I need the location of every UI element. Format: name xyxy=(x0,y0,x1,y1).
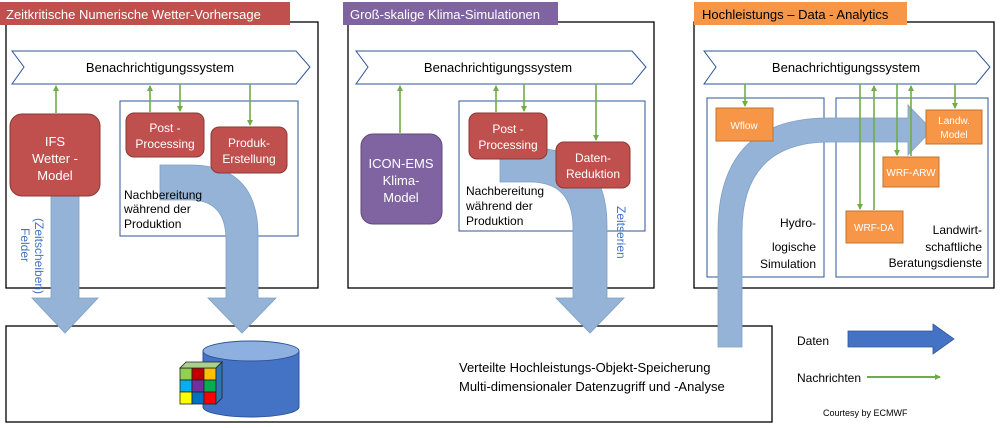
landwirt-frame xyxy=(835,97,989,278)
credit-text: Courtesy by ECMWF xyxy=(823,408,908,418)
hydro-line3: Simulation xyxy=(760,257,816,271)
produkt-line1: Produk- xyxy=(228,136,270,150)
ifs-model-line1: IFS xyxy=(45,134,66,149)
felder-label: Felder (Zeitscheiben) xyxy=(18,218,46,294)
legend-daten-label: Daten xyxy=(797,334,829,348)
landwirt-line2: schaftliche xyxy=(925,240,982,254)
nachbereitung-nwp-line2: während der xyxy=(123,202,191,216)
zeitserien-label: Zeitserien xyxy=(614,206,628,259)
ifs-model-node xyxy=(9,113,101,197)
landw-model-node xyxy=(925,109,983,145)
panel-nwp-title: Zeitkritische Numerische Wetter-Vorhersa… xyxy=(6,7,261,22)
wrf-da-node xyxy=(845,210,904,244)
legend-nachrichten-label: Nachrichten xyxy=(797,371,861,385)
legend: Daten Nachrichten Courtesy by ECMWF xyxy=(797,323,955,418)
ifs-model-line3: Model xyxy=(37,168,73,183)
reduktion-line2: Reduktion xyxy=(566,167,620,181)
nachbereitung-nwp-line3: Produktion xyxy=(124,217,181,231)
storage-cylinder-icon xyxy=(202,340,300,418)
postproc-frame-nwp xyxy=(119,100,299,237)
icon-ems-line1: ICON-EMS xyxy=(369,156,434,171)
icon-ems-line2: Klima- xyxy=(383,173,420,188)
notification-banner-nwp xyxy=(11,50,311,85)
wrf-da-label: WRF-DA xyxy=(854,223,894,234)
data-cube-icon xyxy=(179,361,223,405)
panel-nwp: Zeitkritische Numerische Wetter-Vorhersa… xyxy=(0,2,319,334)
hydro-line1: Hydro- xyxy=(780,216,816,230)
landwirt-line3: Beratungsdienste xyxy=(889,256,983,270)
nachbereitung-clim-line3: Produktion xyxy=(466,214,523,228)
data-arrow-felder xyxy=(31,189,99,334)
ifs-model-line2: Wetter - xyxy=(32,151,78,166)
panel-nwp-title-bg xyxy=(0,2,290,25)
notification-label-hpda: Benachrichtigungssystem xyxy=(772,60,920,75)
notification-label-clim: Benachrichtigungssystem xyxy=(424,60,572,75)
svg-text:(Zeitscheiben): (Zeitscheiben) xyxy=(32,218,46,294)
nachbereitung-clim-line1: Nachbereitung xyxy=(466,184,544,198)
panel-hpda: Hochleistungs – Data - Analytics Benachr… xyxy=(693,2,995,348)
panel-clim-title-bg xyxy=(343,2,558,25)
legend-daten-arrow xyxy=(847,323,955,355)
post-processing-nwp-line2: Processing xyxy=(135,137,194,151)
wrf-arw-label: WRF-ARW xyxy=(886,168,936,179)
landw-line1: Landw. xyxy=(938,116,970,127)
storage-box xyxy=(5,325,773,423)
wflow-node xyxy=(715,107,774,142)
notification-banner-hpda xyxy=(703,50,991,85)
reduktion-line1: Daten- xyxy=(575,151,611,165)
landw-line2: Model xyxy=(940,130,967,141)
nachbereitung-nwp-line1: Nachbereitung xyxy=(124,188,202,202)
wflow-label: Wflow xyxy=(730,121,758,132)
panel-hpda-title-bg xyxy=(694,2,907,25)
hydro-line2: logische xyxy=(772,240,816,254)
notification-banner-clim xyxy=(355,50,647,85)
post-processing-node-clim xyxy=(468,112,548,160)
storage-line1: Verteilte Hochleistungs-Objekt-Speicheru… xyxy=(459,360,710,375)
landwirt-line1: Landwirt- xyxy=(933,223,982,237)
svg-text:Felder: Felder xyxy=(18,228,32,262)
icon-ems-line3: Model xyxy=(383,190,419,205)
post-processing-node-nwp xyxy=(125,112,205,158)
notification-label-nwp: Benachrichtigungssystem xyxy=(86,60,234,75)
post-processing-clim-line1: Post - xyxy=(492,122,523,136)
produkt-erstellung-node xyxy=(210,126,288,174)
produkt-line2: Erstellung xyxy=(222,152,275,166)
storage-line2: Multi-dimensionaler Datenzugriff und -An… xyxy=(459,379,725,394)
svg-text:Zeitserien: Zeitserien xyxy=(614,206,628,259)
post-processing-clim-line2: Processing xyxy=(478,138,537,152)
hydro-frame xyxy=(706,97,825,278)
daten-reduktion-node xyxy=(555,141,631,189)
panel-hpda-title: Hochleistungs – Data - Analytics xyxy=(702,7,889,22)
post-processing-nwp-line1: Post - xyxy=(149,121,180,135)
postproc-frame-clim xyxy=(458,100,646,232)
panel-clim: Groß-skalige Klima-Simulationen Benachri… xyxy=(343,2,655,334)
icon-ems-node xyxy=(360,133,443,225)
panel-clim-title: Groß-skalige Klima-Simulationen xyxy=(350,7,540,22)
wrf-arw-node xyxy=(882,156,940,188)
nachbereitung-clim-line2: während der xyxy=(465,199,533,213)
